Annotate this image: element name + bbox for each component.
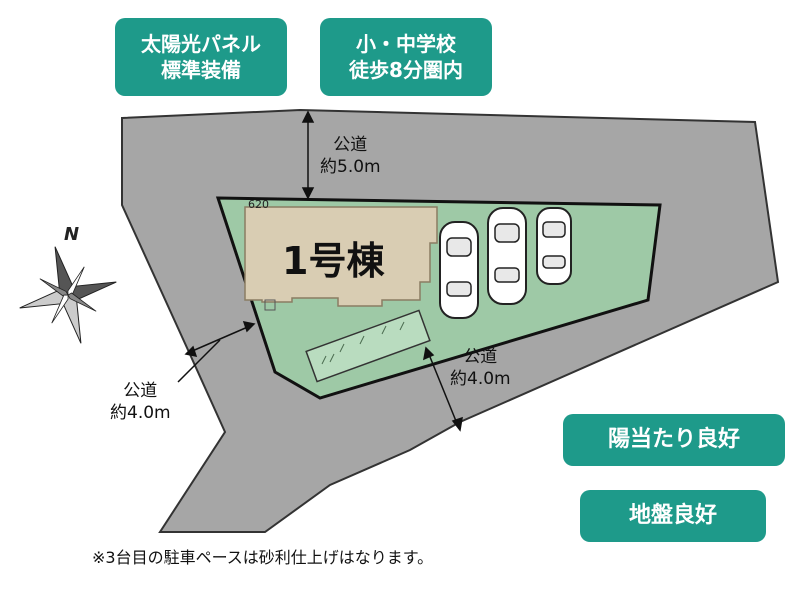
sunlight-badge: 陽当たり良好	[563, 414, 785, 466]
sunlight-badge-text: 陽当たり良好	[607, 427, 740, 452]
north-road-width: 約5.0m	[320, 157, 381, 177]
footnote: ※3台目の駐車ペースは砂利仕上げはなります。	[92, 548, 434, 567]
school-badge-line2: 徒歩8分圏内	[349, 58, 463, 82]
car-icon	[487, 207, 527, 305]
west-road-dimension-arrow	[189, 325, 251, 353]
ground-badge-text: 地盤良好	[628, 503, 717, 528]
north-road-name: 公道	[333, 135, 368, 155]
car-icon	[536, 207, 572, 285]
ground-badge: 地盤良好	[580, 490, 766, 542]
southeast-road-label: 公道 約4.0m	[450, 346, 511, 390]
lot-marker-number: 620	[248, 198, 269, 211]
north-road-label: 公道 約5.0m	[320, 134, 381, 178]
gravel-parking-pad	[305, 309, 431, 383]
solar-panel-badge: 太陽光パネル 標準装備	[115, 18, 287, 96]
southeast-road-name: 公道	[463, 347, 498, 367]
southeast-road-width: 約4.0m	[450, 369, 511, 389]
school-distance-badge: 小・中学校 徒歩8分圏内	[320, 18, 492, 96]
solar-badge-line1: 太陽光パネル	[141, 32, 261, 56]
west-road-name: 公道	[123, 381, 158, 401]
school-badge-line1: 小・中学校	[356, 32, 456, 56]
west-road-label: 公道 約4.0m	[110, 380, 171, 424]
compass-north-label: N	[64, 224, 80, 245]
building-entrance	[264, 299, 276, 311]
west-road-width: 約4.0m	[110, 403, 171, 423]
solar-badge-line2: 標準装備	[161, 58, 241, 82]
southeast-road-dimension-arrow	[427, 351, 459, 427]
car-icon	[439, 221, 479, 319]
building-label: 1号棟	[282, 239, 385, 283]
building-footprint	[244, 206, 438, 307]
compass-rose-icon	[19, 246, 117, 344]
